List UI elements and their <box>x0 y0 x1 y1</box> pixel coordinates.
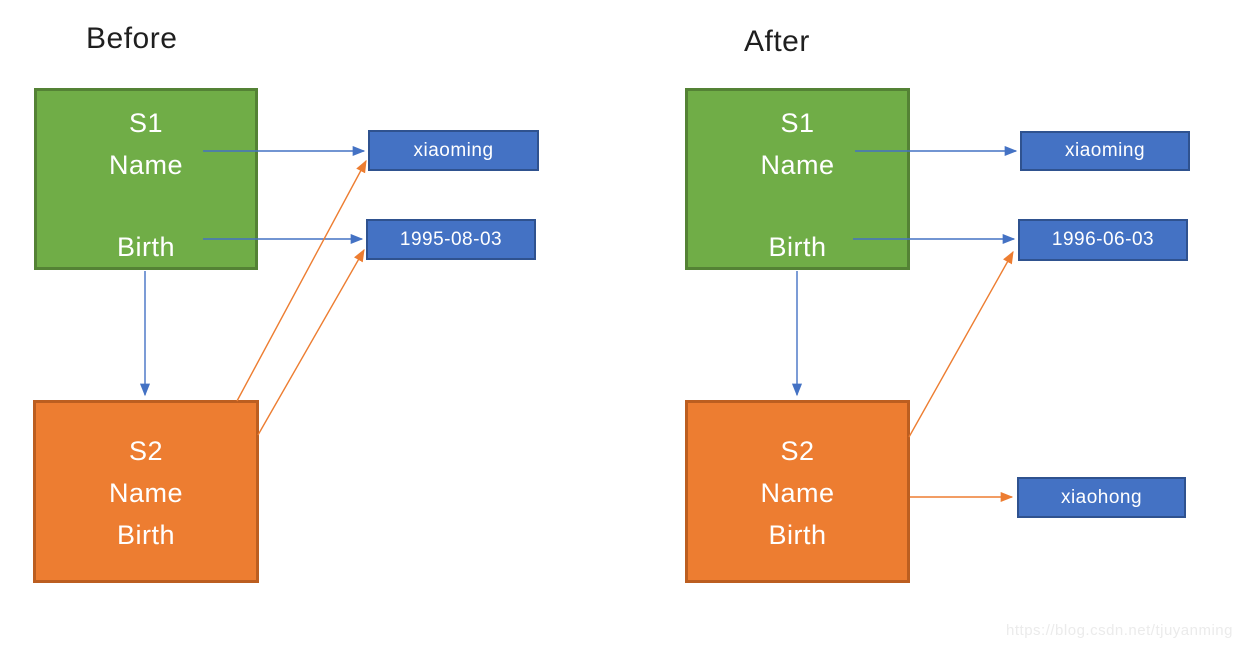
before-birth-value-box: 1995-08-03 <box>366 219 536 260</box>
before-s2-field-birth: Birth <box>116 520 176 550</box>
after-name-value-box: xiaoming <box>1020 131 1190 171</box>
before-s1-label: S1 <box>128 108 164 138</box>
before-title: Before <box>86 22 178 55</box>
after-s2-field-name: Name <box>760 478 835 508</box>
after-s2-name-value-box: xiaohong <box>1017 477 1186 518</box>
after-s2-label: S2 <box>780 436 815 466</box>
after-s1-field-name: Name <box>760 150 835 180</box>
after-birth-value-box: 1996-06-03 <box>1018 219 1188 261</box>
after-s1-box: S1 Name Birth <box>685 88 910 270</box>
before-s1-field-birth: Birth <box>116 232 176 262</box>
watermark-url: https://blog.csdn.net/tjuyanming <box>1006 622 1233 639</box>
after-s2-box: S2 Name Birth <box>685 400 910 583</box>
after-s1-field-birth: Birth <box>768 232 827 262</box>
before-name-value-box: xiaoming <box>368 130 539 171</box>
before-s2-box: S2 Name Birth <box>33 400 259 583</box>
after-s2-birth-arrow <box>908 250 1014 438</box>
after-title: After <box>744 25 810 58</box>
before-s1-box: S1 Name Birth <box>34 88 258 270</box>
before-s2-field-name: Name <box>108 478 184 508</box>
before-s2-label: S2 <box>128 436 164 466</box>
before-s1-field-name: Name <box>108 150 184 180</box>
before-s2-birth-arrow <box>257 248 365 436</box>
after-s2-field-birth: Birth <box>768 520 827 550</box>
after-s1-label: S1 <box>780 108 815 138</box>
